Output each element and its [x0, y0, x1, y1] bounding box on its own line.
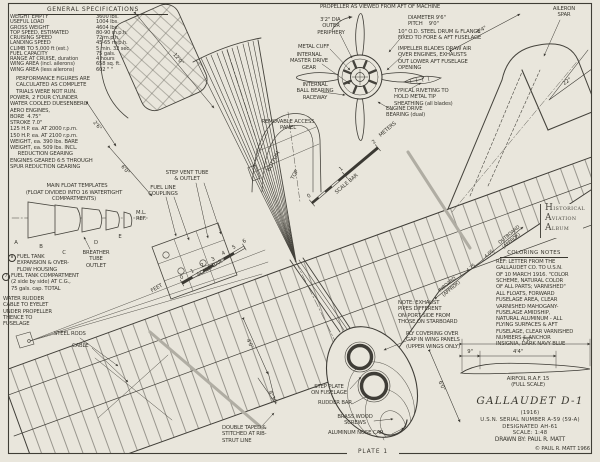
float-templates [11, 201, 149, 239]
cable-label: CABLE [72, 343, 89, 349]
historical-aviation-album-logo: HISTORICAL AVIATION ALBUM [540, 203, 585, 238]
aircraft-title: GALLAUDET D-1 [476, 395, 584, 407]
plate-number: PLATE 1 [347, 449, 399, 456]
fuel-tank-expansion-note: FUEL TANK EXPANSION & OVER- FLOW HOUSING [17, 254, 69, 273]
riveting-label: TYPICAL RIVETING TO HOLD METAL TIP SHEAT… [394, 88, 453, 107]
spec-row: WING AREA (less ailerons)602 " " [10, 66, 113, 73]
note7-number: 7 [2, 273, 10, 281]
airfoil-span-dim: 7'0" [521, 337, 533, 343]
fuel-tank-grid [151, 222, 238, 300]
coloring-notes-title: COLORING NOTES [500, 250, 568, 259]
logo-line-2: AVIATION [545, 213, 577, 223]
double-taped-note: DOUBLE TAPED & STITCHED AT RIB- STRUT LI… [222, 425, 267, 444]
float-section-b: B [39, 244, 43, 250]
fuel-tank-compartment-note: FUEL TANK COMPARTMENT (2 side by side) A… [11, 273, 79, 292]
airfoil-section [459, 338, 591, 375]
coloring-notes-body: ALL FLOATS, FORWARD FUSELAGE AREA, CLEAR… [496, 291, 574, 347]
pitch-label: PITCH 9'0" [408, 21, 439, 27]
leader-lines [79, 19, 561, 435]
propeller-title: PROPELLER AS VIEWED FROM AFT OF MACHINE [319, 4, 441, 10]
spec-row: CLIMB TO 5,000 ft (est.)5 min. 32 sec. [10, 45, 131, 52]
nose-cap-label: ALUMINUM NOSE CAP [328, 430, 383, 436]
dimension-lines [85, 11, 591, 423]
aileron-spar-label: AILERON SPAR [552, 6, 576, 19]
ml-ref-label: M.L. REF. [136, 210, 147, 223]
airfoil-scale-note: (FULL SCALE) [511, 382, 545, 388]
steel-rods-label: STEEL RODS [54, 331, 86, 337]
logo-line-1: HISTORICAL [545, 203, 585, 213]
ply-covering-note: PLY COVERING OVER GAP IN WING PANELS (UP… [406, 331, 460, 350]
airfoil-mid-dim: 4'4" [512, 349, 524, 355]
engine-bearing-label: ENGINE DRIVE BEARING (dual) [386, 106, 426, 119]
sheet-frame [7, 2, 593, 455]
aircraft-year: (1916) [520, 410, 540, 416]
logo-line-3: ALBUM [545, 223, 570, 233]
exhaust-note: NOTE: EXHAUST PIPES DIFFERENT ON PORT SI… [398, 300, 458, 325]
master-gear-label: INTERNAL MASTER DRIVE GEAR [290, 52, 328, 71]
breather-tube-label: BREATHER TUBE OUTLET [82, 250, 110, 269]
floats-subtitle: (FLOAT DIVIDED INTO 16 WATERTIGHT COMPAR… [25, 190, 123, 203]
raceway-label: INTERNAL BALL BEARING RACEWAY [296, 82, 334, 101]
aileron-wingtip [447, 43, 591, 213]
float-section-e: E [118, 234, 122, 240]
float-section-a: A [14, 240, 18, 246]
note8-number: 8 [8, 254, 16, 262]
propeller-detail [296, 13, 442, 141]
specs-title: GENERAL SPECIFICATIONS [18, 6, 168, 16]
metal-cuff-label: METAL CUFF [298, 44, 330, 50]
power-note: POWER, 2 FOUR CYLINDER WATER COOLED DUES… [10, 95, 93, 170]
drawn-by: DRAWN BY: PAUL R. MATT [494, 437, 566, 443]
removable-panel-label: REMOVABLE ACCESS PANEL [261, 119, 315, 132]
coloring-notes-ref: REF: LETTER FROM THE GALLAUDET CO. TO U.… [496, 259, 569, 290]
spec-row: WING AREA (incl. ailerons)658 sq. ft. [10, 61, 121, 68]
periphery-label: 3'2" DIA. OUTER PERIPHERY [317, 17, 345, 36]
airfoil-front-dim: 9" [467, 349, 473, 355]
floats-title: MAIN FLOAT TEMPLATES [46, 183, 108, 189]
float-section-d: D [94, 240, 98, 246]
drawing-scale: SCALE: 1:48 [512, 430, 548, 436]
copyright: © PAUL R. MATT 1966 [534, 446, 590, 452]
scale-bar-meters [309, 144, 381, 207]
diameter-label: DIAMETER 9'6" [408, 15, 446, 21]
float-section-c: C [62, 250, 66, 256]
fuel-couplings-label: FUEL LINE COUPLINGS [148, 185, 178, 198]
brass-screws-label: BRASS WOOD SCREWS [337, 414, 373, 427]
stab-tip-template [251, 111, 322, 203]
scale-bar-feet [179, 243, 247, 287]
water-rudder-note: WATER RUDDER CABLE TO EYELET UNDER PROPE… [3, 296, 52, 327]
impeller-label: IMPELLER BLADES DRAW AIR OVER ENGINES, E… [398, 46, 472, 71]
step-plate-label: STEP PLATE ON FUSELAGE [311, 384, 347, 397]
airfoil-name: AIRFOIL R.A.F. 15 [506, 376, 550, 382]
fuselage-pod [325, 326, 419, 444]
step-vent-label: STEP VENT TUBE & OUTLET [165, 170, 209, 183]
rudder-bar-label: RUDDER BAR [318, 400, 352, 406]
serial-number: U.S.N. SERIAL NUMBER A-59 (59-A) [480, 417, 580, 423]
performance-note: PERFORMANCE FIGURES ARE CALCULATED AS CO… [16, 76, 90, 95]
drum-label: 10" O.D. STEEL DRUM & FLANGE FIXED TO FO… [398, 29, 482, 42]
designation: DESIGNATED AH-61 [502, 424, 558, 430]
water-rudder [15, 249, 269, 349]
